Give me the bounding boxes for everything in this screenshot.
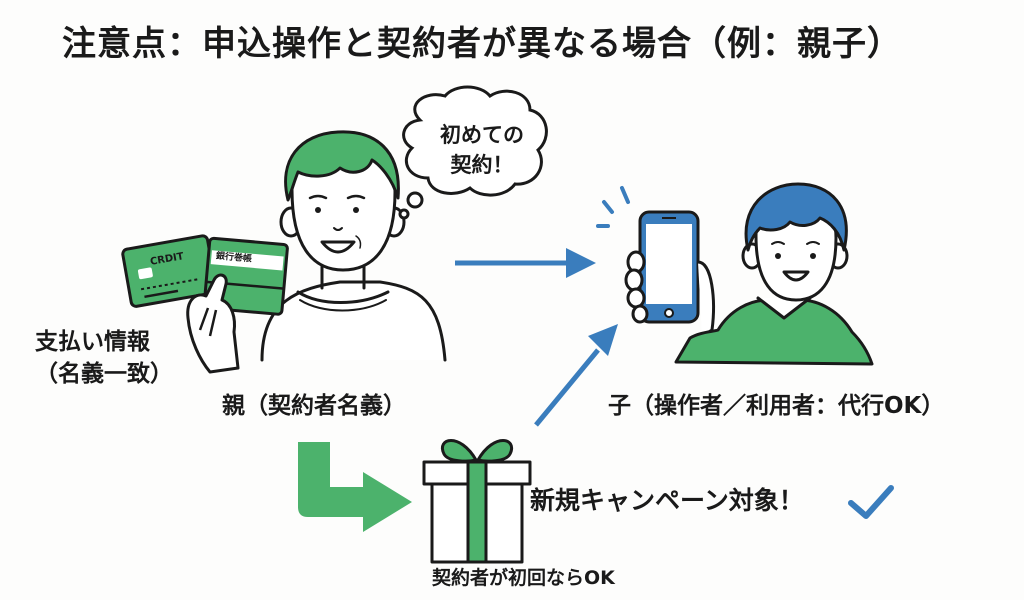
campaign-condition: 契約者が初回ならOK xyxy=(432,567,615,589)
page-title: 注意点：申込操作と契約者が異なる場合（例：親子） xyxy=(62,24,902,64)
turn-down-right-arrow-icon xyxy=(298,442,412,532)
child-hand xyxy=(624,250,715,338)
smartphone-icon xyxy=(596,186,700,324)
campaign-label: 新規キャンペーン対象！ xyxy=(530,486,804,515)
parent-caption: 親（契約者名義） xyxy=(222,393,406,419)
payment-info-line2: （名義一致） xyxy=(35,361,173,387)
thought-bubble-text: 初めての 契約！ xyxy=(432,120,532,180)
parent-hand xyxy=(186,273,240,374)
child-figure xyxy=(674,182,874,366)
payment-info-line1: 支払い情報 xyxy=(35,329,150,355)
thought-line-1: 初めての xyxy=(440,123,524,147)
gift-icon xyxy=(422,439,532,564)
arrow-up-right-icon xyxy=(534,324,618,427)
thought-line-2: 契約！ xyxy=(450,153,514,177)
thought-bubble xyxy=(398,85,548,220)
arrow-right-icon xyxy=(455,248,596,278)
bankbook xyxy=(202,236,289,316)
child-caption: 子（操作者／利用者：代行OK） xyxy=(608,393,945,419)
checkmark-icon xyxy=(848,485,894,519)
parent-figure xyxy=(260,130,447,362)
payment-info-label: 支払い情報 （名義一致） xyxy=(35,326,173,390)
